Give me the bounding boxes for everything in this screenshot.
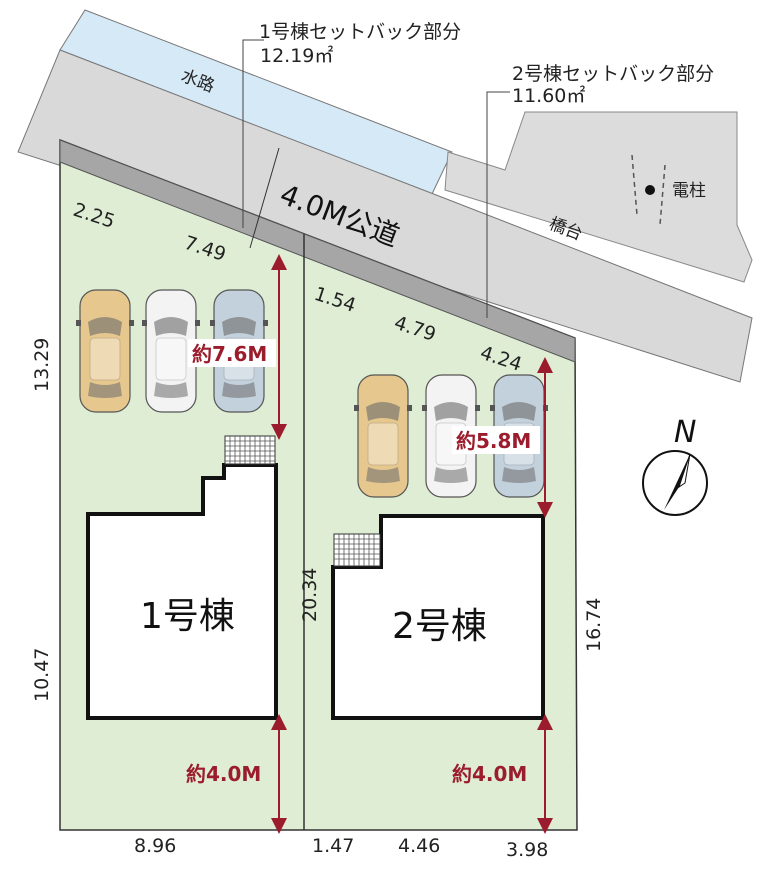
depth2-label: 約4.0M	[452, 762, 527, 786]
setback1-area: 12.19㎡	[260, 44, 333, 67]
dim-20-34: 20.34	[299, 568, 321, 622]
setback-strip	[59, 139, 576, 363]
utility-pole-label: 電柱	[672, 181, 706, 201]
setback1-leader	[242, 39, 264, 228]
depth1-label: 約4.0M	[186, 762, 261, 786]
building-1	[86, 463, 278, 720]
public-road	[17, 49, 753, 383]
setback1-title: 1号棟セットバック部分	[259, 21, 461, 43]
parking2-label-bg	[452, 426, 540, 454]
building-2-label: 2号棟	[392, 606, 487, 647]
entrance-hatch-2	[333, 533, 381, 567]
setback2-area: 11.60㎡	[512, 84, 585, 107]
entrance-hatch-1	[224, 435, 276, 465]
car-2a-icon	[354, 374, 412, 498]
dim-13-29: 13.29	[31, 338, 53, 392]
setback2-leader	[486, 91, 510, 318]
north-label: N	[674, 415, 696, 450]
dim-1-47: 1.47	[312, 835, 354, 857]
road-width-line	[249, 147, 280, 249]
neighbour-area	[444, 111, 753, 283]
car-1b-icon	[142, 289, 200, 413]
parking2-label: 約5.8M	[456, 429, 531, 453]
bridge-dashed-line	[631, 154, 638, 216]
car-2b-icon	[422, 374, 480, 498]
north-compass-icon	[642, 450, 708, 516]
dim-3-98: 3.98	[506, 839, 548, 861]
bridge-dashed-line-2	[659, 164, 666, 226]
parking1-label-bg	[188, 339, 276, 367]
car-1a-icon	[76, 289, 134, 413]
building-1-label: 1号棟	[140, 596, 235, 637]
dim-10-47: 10.47	[31, 648, 53, 702]
utility-pole-icon	[645, 185, 655, 195]
dim-16-74: 16.74	[583, 598, 605, 652]
dim-8-96: 8.96	[134, 835, 176, 857]
setback2-title: 2号棟セットバック部分	[512, 63, 714, 85]
dim-4-46: 4.46	[398, 835, 440, 857]
parking1-label: 約7.6M	[192, 342, 267, 366]
